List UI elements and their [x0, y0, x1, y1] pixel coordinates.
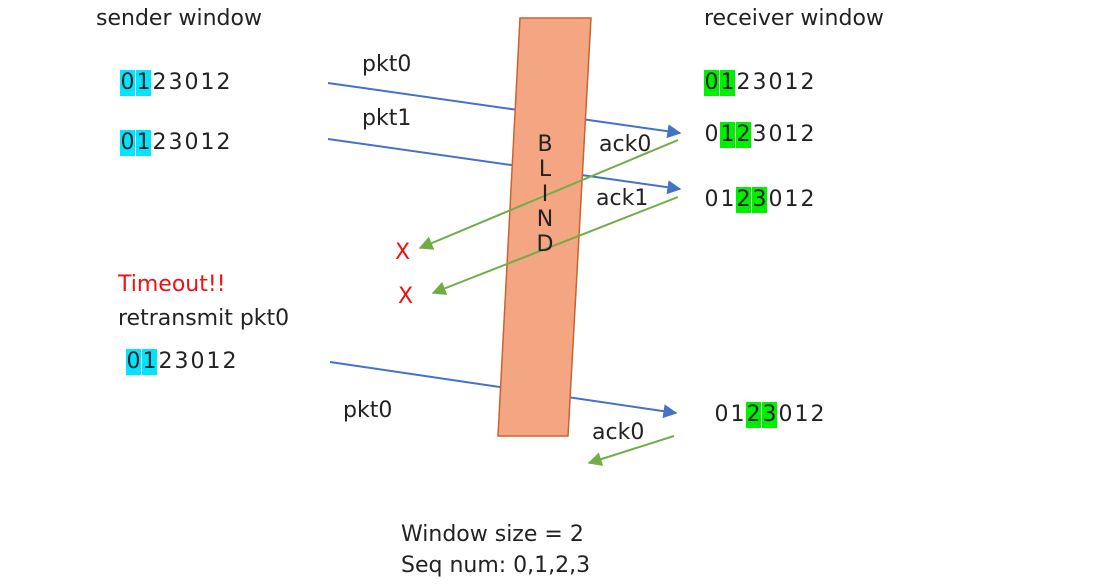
seq-number: 3: [752, 70, 767, 95]
pkt1-arrow: [327, 138, 682, 195]
seq-number: 1: [720, 187, 735, 212]
seq-number: 0: [778, 402, 793, 427]
seq-number: 2: [152, 130, 167, 155]
retx-ack0-label: ack0: [592, 420, 645, 445]
seq-number-in-window: 1: [136, 70, 151, 96]
seq-number: 2: [158, 349, 173, 374]
seq-number: 1: [200, 70, 215, 95]
seq-number: 2: [800, 70, 815, 95]
timeout-label: Timeout!!: [118, 272, 226, 297]
ack0-label: ack0: [599, 132, 652, 157]
blind-band: [497, 17, 592, 437]
seq-number-in-window: 0: [120, 130, 135, 156]
seq-number: 0: [768, 70, 783, 95]
seq-number: 3: [752, 122, 767, 147]
seq-number-in-window: 3: [752, 187, 767, 213]
seq-number-in-window: 3: [762, 402, 777, 428]
blind-letter: I: [541, 182, 549, 207]
seq-number: 2: [736, 70, 751, 95]
seq-number: 1: [784, 187, 799, 212]
lost-ack-mark: X: [398, 284, 414, 309]
ack1-label: ack1: [596, 186, 649, 211]
pkt1-label: pkt1: [362, 106, 412, 131]
ack0-arrow: [418, 139, 679, 250]
seq-number-in-window: 1: [720, 70, 735, 96]
seq-number: 2: [222, 349, 237, 374]
retransmit-label: retransmit pkt0: [118, 306, 290, 331]
blind-letter: N: [536, 207, 554, 232]
sender-window-title: sender window: [96, 6, 262, 31]
seq-number: 1: [206, 349, 221, 374]
ack1-arrow: [431, 196, 679, 295]
seq-number-in-window: 1: [142, 349, 157, 375]
seq-number: 1: [730, 402, 745, 427]
blind-letter: B: [537, 132, 553, 157]
seq-number-in-window: 2: [746, 402, 761, 428]
receiver-window-title: receiver window: [704, 6, 884, 31]
seq-number: 1: [794, 402, 809, 427]
seq-number: 3: [168, 70, 183, 95]
seq-number: 2: [216, 70, 231, 95]
seq-number: 3: [174, 349, 189, 374]
seq-number: 1: [784, 122, 799, 147]
seq-num-caption: Seq num: 0,1,2,3: [401, 553, 591, 578]
seq-number: 1: [784, 70, 799, 95]
seq-number: 1: [200, 130, 215, 155]
seq-number-in-window: 0: [126, 349, 141, 375]
seq-number: 0: [704, 187, 719, 212]
retx-pkt0-label: pkt0: [343, 398, 393, 423]
seq-number-in-window: 0: [120, 70, 135, 96]
seq-number: 2: [800, 122, 815, 147]
seq-number-in-window: 1: [720, 122, 735, 148]
blind-letter: L: [538, 157, 552, 182]
seq-number: 0: [768, 122, 783, 147]
seq-number: 0: [768, 187, 783, 212]
pkt0-arrow: [327, 82, 682, 139]
seq-number: 2: [810, 402, 825, 427]
seq-number-in-window: 0: [704, 70, 719, 96]
lost-ack-mark: X: [395, 240, 411, 265]
seq-number: 0: [190, 349, 205, 374]
seq-number: 2: [152, 70, 167, 95]
seq-number: 0: [184, 70, 199, 95]
window-size-caption: Window size = 2: [401, 522, 584, 547]
seq-number: 3: [168, 130, 183, 155]
pkt0-label: pkt0: [362, 52, 412, 77]
retx-ack0-arrow: [587, 435, 675, 466]
seq-number: 0: [714, 402, 729, 427]
seq-number: 2: [216, 130, 231, 155]
seq-number: 0: [704, 122, 719, 147]
seq-number: 0: [184, 130, 199, 155]
blind-letter: D: [536, 232, 554, 257]
seq-number: 2: [800, 187, 815, 212]
seq-number-in-window: 2: [736, 187, 751, 213]
seq-number-in-window: 1: [136, 130, 151, 156]
seq-number-in-window: 2: [736, 122, 751, 148]
